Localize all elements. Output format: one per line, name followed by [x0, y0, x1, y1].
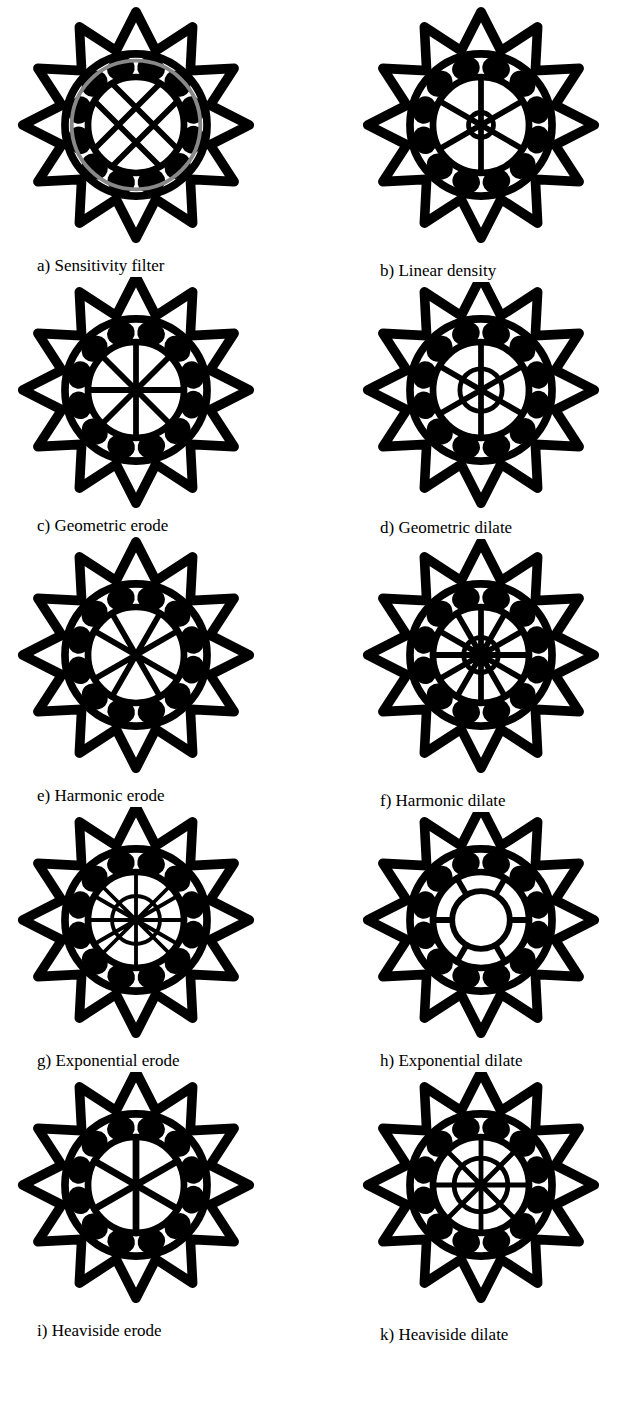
panel-caption: c) Geometric erode: [35, 515, 170, 537]
design-a: [23, 12, 250, 239]
design-k: [368, 1072, 595, 1299]
panel-caption: g) Exponential erode: [35, 1050, 182, 1072]
design-h: [368, 807, 595, 1034]
design-f: [368, 542, 595, 769]
panel-caption: a) Sensitivity filter: [35, 255, 166, 277]
design-d: [368, 277, 595, 504]
panel-caption: b) Linear density: [378, 260, 498, 282]
panel-caption: f) Harmonic dilate: [378, 790, 508, 812]
panel-caption: e) Harmonic erode: [35, 785, 166, 807]
panel-caption: k) Heaviside dilate: [378, 1324, 510, 1346]
design-e: [23, 542, 250, 769]
design-b: [368, 12, 595, 239]
design-i: [23, 1072, 250, 1299]
panel-caption: h) Exponential dilate: [378, 1050, 525, 1072]
panel-caption: i) Heaviside erode: [35, 1320, 164, 1342]
design-c: [23, 277, 250, 504]
panel-caption: d) Geometric dilate: [378, 517, 514, 539]
design-g: [23, 807, 250, 1034]
